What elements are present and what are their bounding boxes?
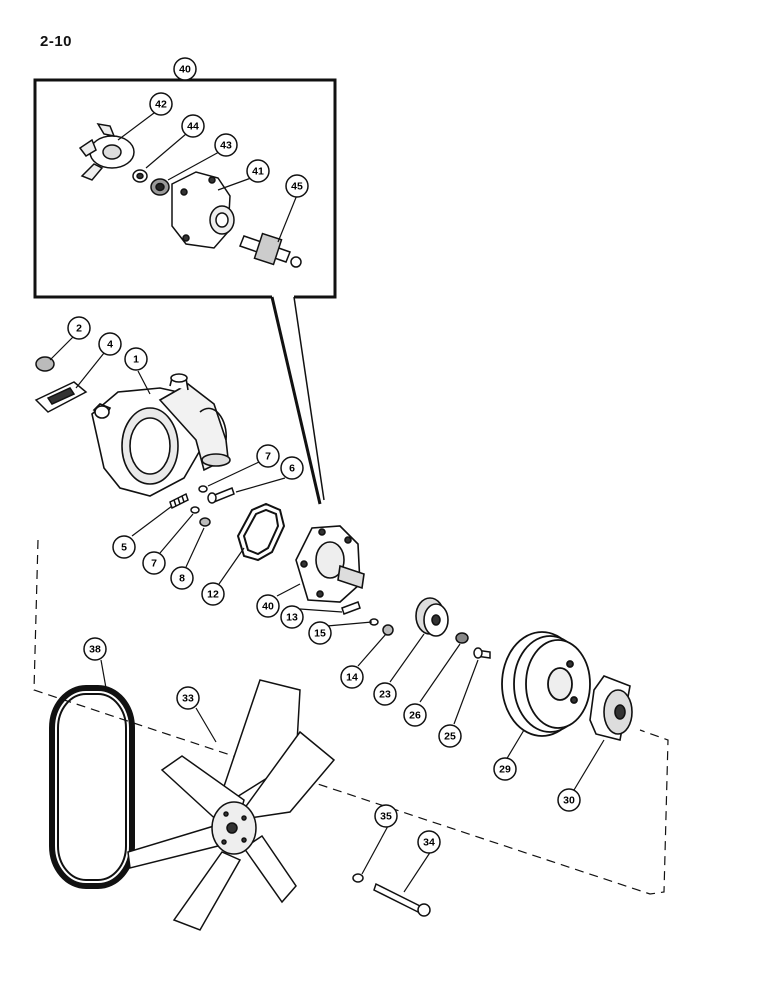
nut-part-8 bbox=[199, 517, 211, 527]
water-pump-body-part-1 bbox=[91, 373, 231, 497]
callout-41: 41 bbox=[246, 159, 270, 183]
callout-label: 4 bbox=[107, 339, 113, 351]
spacer-part-30 bbox=[589, 675, 633, 741]
callout-label: 14 bbox=[346, 672, 358, 684]
nut-part-14 bbox=[382, 624, 394, 636]
seal-part-43 bbox=[150, 178, 170, 196]
callout-label: 8 bbox=[179, 573, 185, 585]
callout-label: 29 bbox=[499, 764, 511, 776]
callout-44: 44 bbox=[181, 114, 205, 138]
lockwasher-part-26 bbox=[455, 632, 469, 644]
callout-45: 45 bbox=[285, 174, 309, 198]
callout-label: 34 bbox=[423, 837, 435, 849]
callout-label: 40 bbox=[262, 601, 274, 613]
water-pump-part-40 bbox=[295, 525, 365, 603]
plug-part-2 bbox=[35, 356, 55, 372]
callout-label: 7 bbox=[265, 451, 271, 463]
callout-4: 4 bbox=[98, 332, 122, 356]
callout-label: 5 bbox=[121, 542, 127, 554]
stud-part-5 bbox=[169, 492, 189, 510]
gasket-part-12 bbox=[236, 502, 286, 562]
callout-label: 2 bbox=[76, 323, 82, 335]
stud-part-13 bbox=[341, 601, 361, 615]
callout-label: 6 bbox=[289, 463, 295, 475]
callout-5: 5 bbox=[112, 535, 136, 559]
callout-label: 13 bbox=[286, 612, 298, 624]
callout-7-upper: 7 bbox=[256, 444, 280, 468]
bolt-part-25 bbox=[473, 647, 491, 659]
callout-label: 45 bbox=[291, 181, 303, 193]
bolt-part-6 bbox=[207, 487, 235, 504]
callout-label: 41 bbox=[252, 166, 264, 178]
callout-label: 35 bbox=[380, 811, 392, 823]
callout-label: 25 bbox=[444, 731, 456, 743]
callout-label: 43 bbox=[220, 140, 232, 152]
callout-8: 8 bbox=[170, 566, 194, 590]
pulley-part-29 bbox=[501, 631, 591, 737]
callout-34: 34 bbox=[417, 830, 441, 854]
callout-40-main: 40 bbox=[256, 594, 280, 618]
callout-38: 38 bbox=[83, 637, 107, 661]
washer-part-7-upper bbox=[198, 485, 208, 493]
seal-part-44 bbox=[132, 169, 148, 183]
dashed-assembly-outline bbox=[33, 539, 669, 895]
callout-label: 33 bbox=[182, 693, 194, 705]
callout-25: 25 bbox=[438, 724, 462, 748]
callout-13: 13 bbox=[280, 605, 304, 629]
page-number: 2-10 bbox=[40, 33, 73, 50]
gasket-part-4 bbox=[34, 381, 88, 413]
callout-label: 1 bbox=[133, 354, 139, 366]
pump-housing-part-41 bbox=[171, 171, 235, 249]
callout-14: 14 bbox=[340, 665, 364, 689]
callout-35: 35 bbox=[374, 804, 398, 828]
callout-7-lower: 7 bbox=[142, 551, 166, 575]
callout-label: 12 bbox=[207, 589, 219, 601]
callout-30: 30 bbox=[557, 788, 581, 812]
callout-label: 42 bbox=[155, 99, 167, 111]
callout-29: 29 bbox=[493, 757, 517, 781]
callouts: 40 42 44 43 41 45 2 4 1 7 6 5 7 8 12 40 … bbox=[67, 57, 581, 854]
drive-belt-part-38 bbox=[49, 685, 135, 889]
callout-40-inset: 40 bbox=[173, 57, 197, 81]
callout-label: 26 bbox=[409, 710, 421, 722]
callout-12: 12 bbox=[201, 582, 225, 606]
callout-label: 7 bbox=[151, 558, 157, 570]
callout-label: 15 bbox=[314, 628, 326, 640]
callout-6: 6 bbox=[280, 456, 304, 480]
callout-label: 30 bbox=[563, 795, 575, 807]
callout-23: 23 bbox=[373, 682, 397, 706]
washer-part-7-lower bbox=[190, 506, 200, 514]
callout-label: 40 bbox=[179, 64, 191, 76]
callout-1: 1 bbox=[124, 347, 148, 371]
callout-33: 33 bbox=[176, 686, 200, 710]
callout-15: 15 bbox=[308, 621, 332, 645]
shaft-bearing-part-45 bbox=[239, 232, 302, 268]
fan-part-33 bbox=[127, 679, 336, 931]
callout-label: 38 bbox=[89, 644, 101, 656]
callout-43: 43 bbox=[214, 133, 238, 157]
hub-part-23 bbox=[415, 597, 449, 637]
callout-label: 44 bbox=[187, 121, 199, 133]
callout-42: 42 bbox=[149, 92, 173, 116]
callout-2: 2 bbox=[67, 316, 91, 340]
impeller-part-42 bbox=[78, 122, 135, 181]
callout-26: 26 bbox=[403, 703, 427, 727]
leader-lines bbox=[49, 112, 605, 893]
bolt-part-34 bbox=[373, 882, 431, 917]
lockwasher-part-35 bbox=[352, 873, 364, 883]
callout-label: 23 bbox=[379, 689, 391, 701]
